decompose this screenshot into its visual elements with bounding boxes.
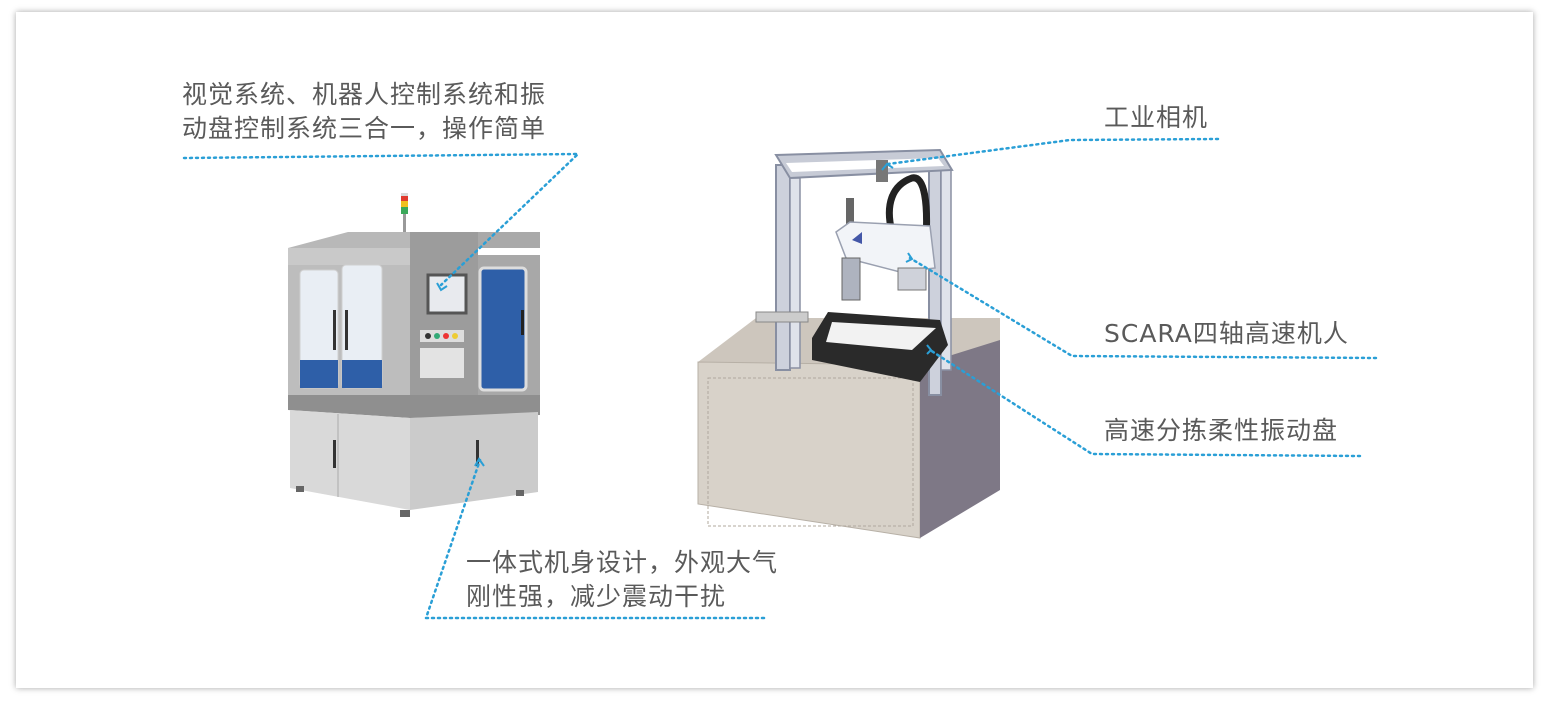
integrated-cabinet-machine [288,193,540,517]
callout-body-line2: 刚性强，减少震动干扰 [466,582,727,611]
scara-workstation [697,148,1000,539]
leader-lines [182,137,1378,620]
callout-scara: SCARA四轴高速机人 [1104,319,1349,348]
leader-scara [908,256,1378,360]
callout-camera: 工业相机 [1104,103,1209,132]
callout-body: 一体式机身设计，外观大气 刚性强，减少震动干扰 [466,546,778,614]
leader-feeder [928,348,1362,458]
callout-feeder: 高速分拣柔性振动盘 [1104,416,1339,445]
leader-camera [886,137,1220,166]
leader-control-system [182,152,582,287]
callout-body-line1: 一体式机身设计，外观大气 [466,548,779,577]
callout-control-system-line1: 视觉系统、机器人控制系统和振 [182,80,547,109]
arrow-heads [436,162,933,467]
callout-control-system-line2: 动盘控制系统三合一，操作简单 [182,114,547,143]
callout-control-system: 视觉系统、机器人控制系统和振 动盘控制系统三合一，操作简单 [182,78,546,146]
leader-body [424,458,766,620]
